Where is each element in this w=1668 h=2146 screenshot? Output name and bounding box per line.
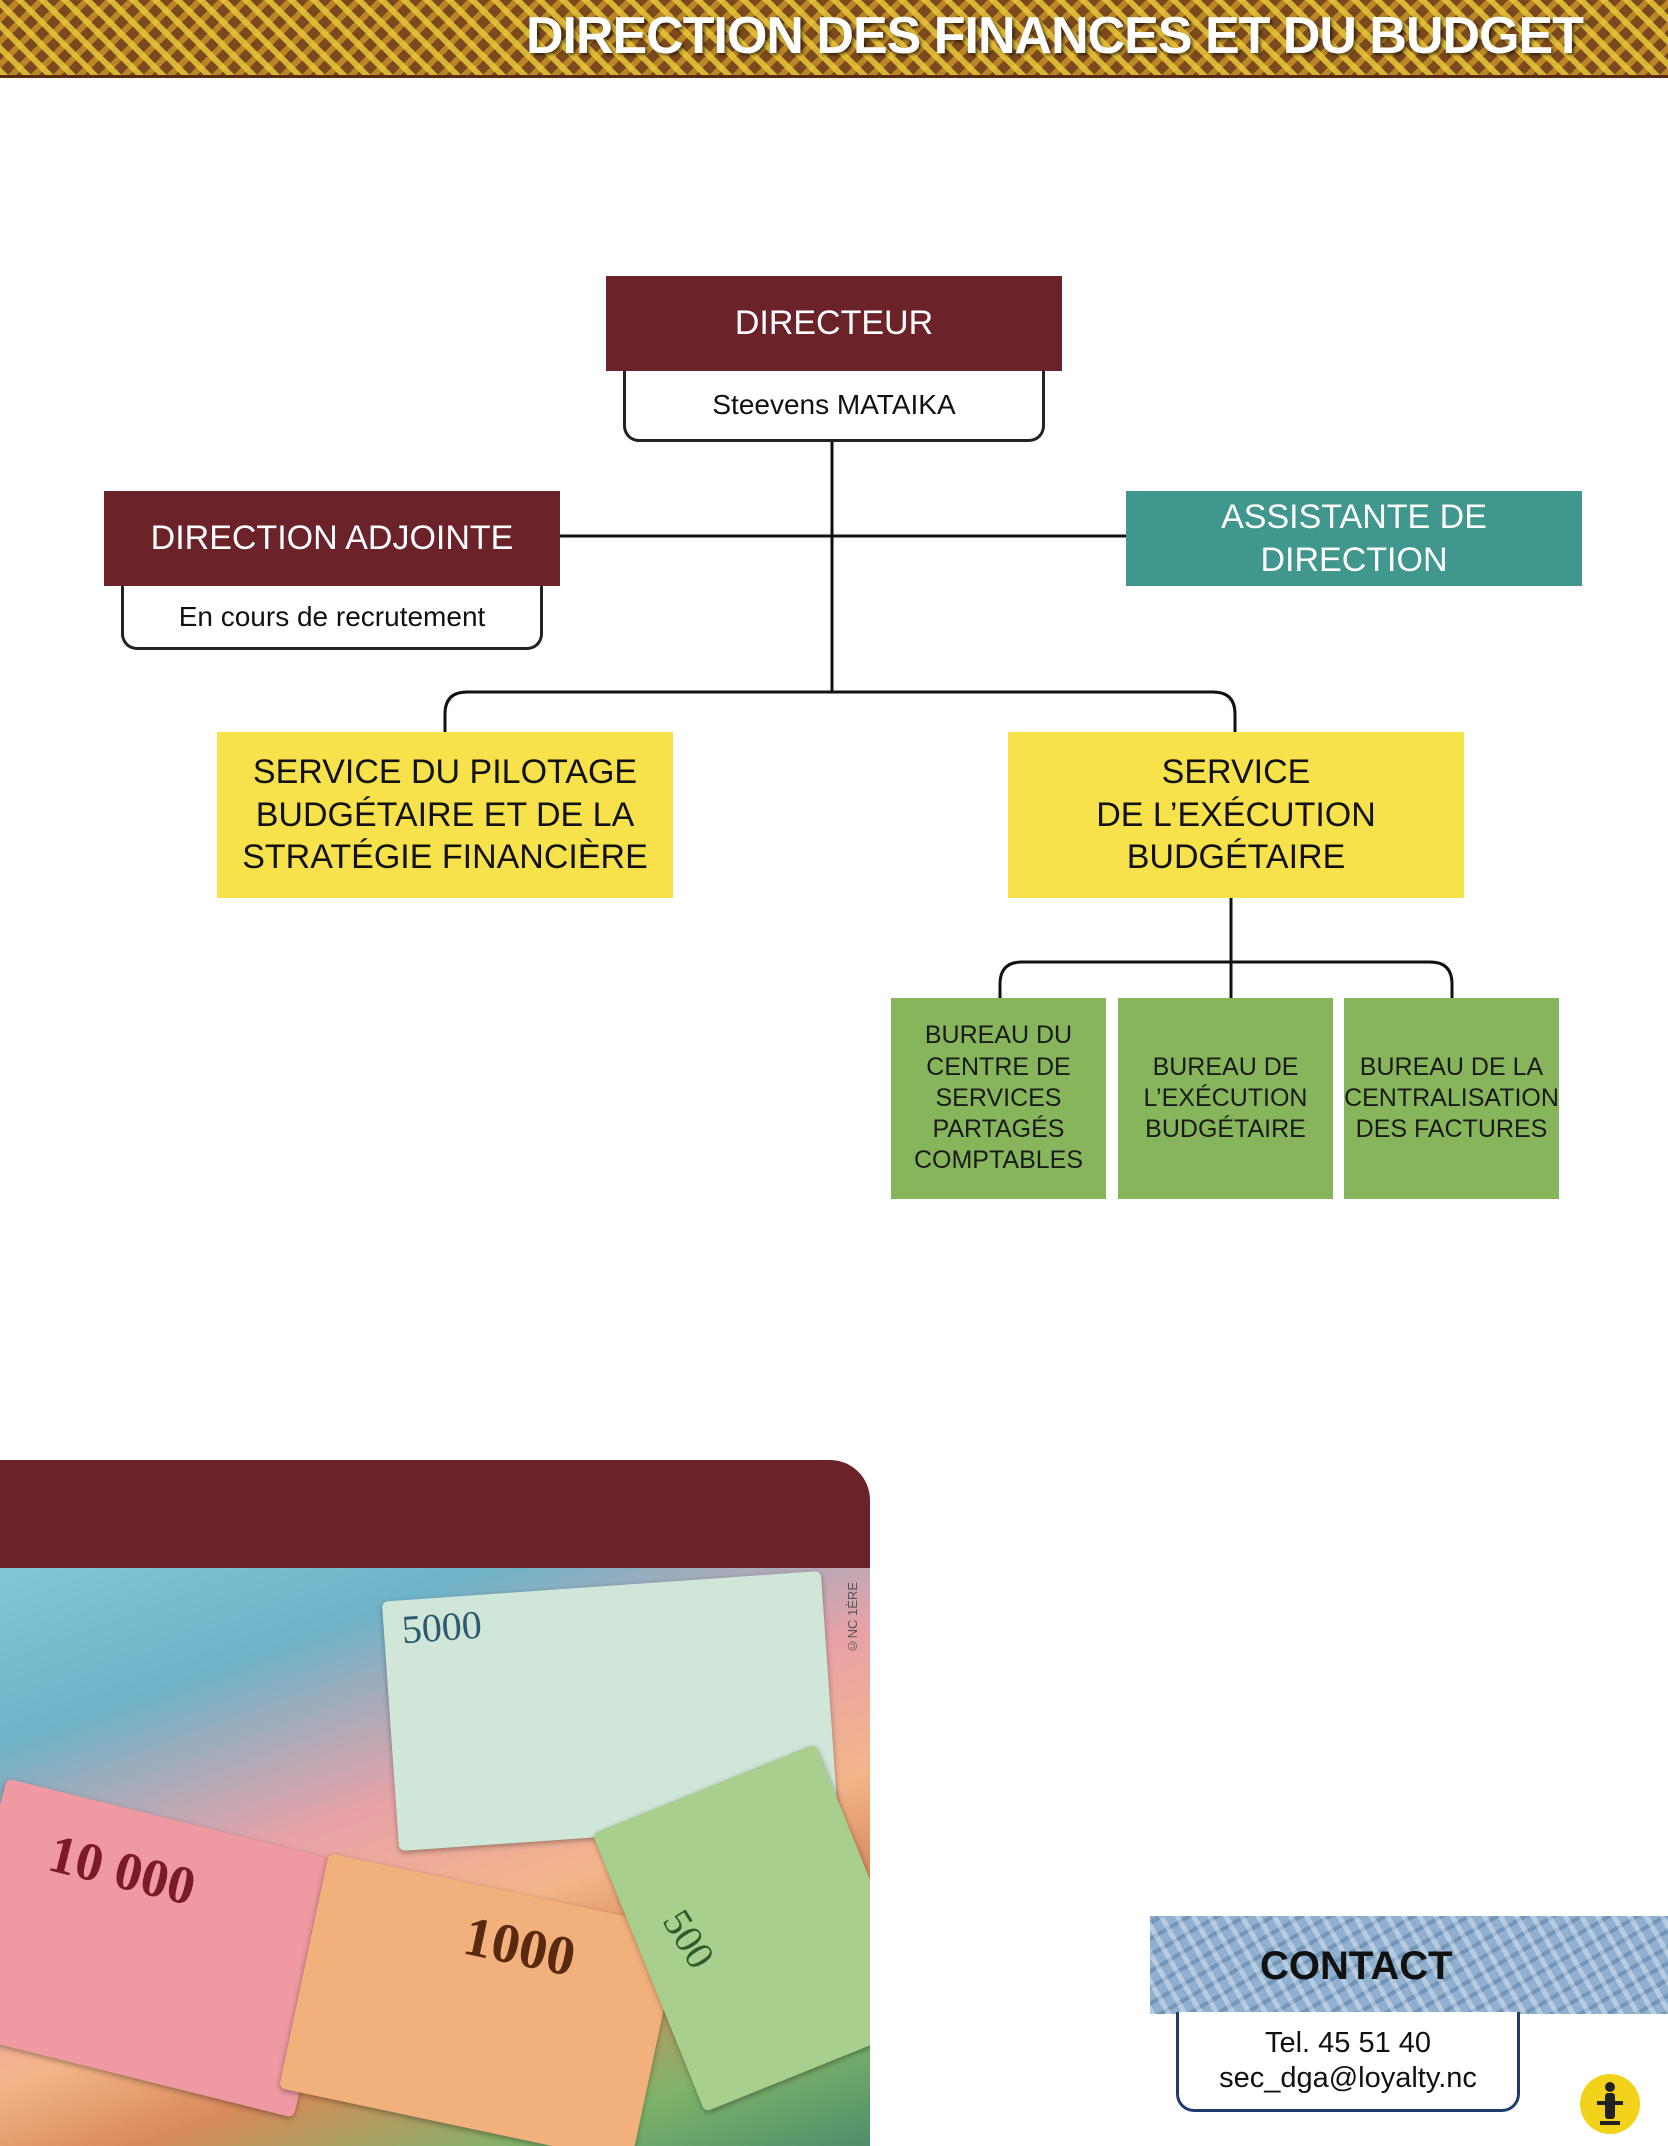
director-title-box: DIRECTEUR [606, 276, 1062, 371]
bureau-centralisation-line-3: DES FACTURES [1355, 1115, 1548, 1144]
bureau-execution-line-1: BUREAU DE [1152, 1052, 1299, 1081]
bureau-centralisation-line-2: CENTRALISATION [1344, 1083, 1559, 1112]
service-pilotage-line-1: SERVICE DU PILOTAGE [252, 753, 638, 792]
contact-title: CONTACT [1260, 1944, 1453, 1988]
service-execution-box: SERVICE DE L’EXÉCUTION BUDGÉTAIRE [1008, 732, 1464, 898]
photo-header-band [0, 1460, 870, 1570]
banknote-5000-label: 5000 [400, 1601, 484, 1653]
service-execution-line-2: DE L’EXÉCUTION [1096, 795, 1376, 834]
bureau-csp-box: BUREAU DU CENTRE DE SERVICES PARTAGÉS CO… [891, 998, 1106, 1199]
deputy-title-box: DIRECTION ADJOINTE [104, 491, 560, 586]
page-title: DIRECTION DES FINANCES ET DU BUDGET [525, 7, 1584, 65]
deputy-name: En cours de recrutement [121, 586, 543, 650]
service-pilotage-line-3: STRATÉGIE FINANCIÈRE [242, 838, 648, 877]
bureau-execution-box: BUREAU DE L’EXÉCUTION BUDGÉTAIRE [1118, 998, 1333, 1199]
banknotes-photo: 5000 10 000 1000 500 ©NC 1ÈRE [0, 1568, 870, 2146]
org-chart-connectors [443, 442, 1454, 998]
bureau-csp-line-4: PARTAGÉS [932, 1115, 1065, 1144]
banknote-500-label: 500 [653, 1901, 724, 1977]
logo-figure-icon [1597, 2082, 1623, 2125]
assistant-title-box: ASSISTANTE DE DIRECTION [1126, 491, 1582, 586]
bureau-execution-line-3: BUDGÉTAIRE [1145, 1115, 1306, 1144]
bureau-csp-line-3: SERVICES [935, 1083, 1062, 1112]
contact-phone: Tel. 45 51 40 [1264, 2026, 1432, 2059]
bureau-csp-line-1: BUREAU DU [924, 1021, 1073, 1050]
bureau-centralisation-box: BUREAU DE LA CENTRALISATION DES FACTURES [1344, 998, 1559, 1199]
director-name: Steevens MATAIKA [623, 371, 1045, 442]
contact-email[interactable]: sec_dga@loyalty.nc [1219, 2061, 1477, 2094]
banknote-1000-label: 1000 [458, 1904, 581, 1989]
service-pilotage-line-2: BUDGÉTAIRE ET DE LA [255, 795, 635, 834]
photo-credit: ©NC 1ÈRE [845, 1582, 860, 1654]
header-banner [0, 0, 1668, 78]
banknote-10000-label: 10 000 [42, 1822, 202, 1918]
logo-icon [1580, 2074, 1640, 2134]
service-pilotage-box: SERVICE DU PILOTAGE BUDGÉTAIRE ET DE LA … [217, 732, 673, 898]
bureau-csp-line-2: CENTRE DE [926, 1052, 1071, 1081]
contact-card: Tel. 45 51 40 sec_dga@loyalty.nc [1176, 2012, 1520, 2112]
bureau-execution-line-2: L’EXÉCUTION [1143, 1083, 1308, 1112]
bureau-centralisation-line-1: BUREAU DE LA [1359, 1052, 1544, 1081]
bureau-csp-line-5: COMPTABLES [913, 1146, 1084, 1175]
service-execution-line-3: BUDGÉTAIRE [1126, 838, 1346, 877]
contact-banner [1150, 1916, 1668, 2014]
service-execution-line-1: SERVICE [1161, 753, 1311, 792]
